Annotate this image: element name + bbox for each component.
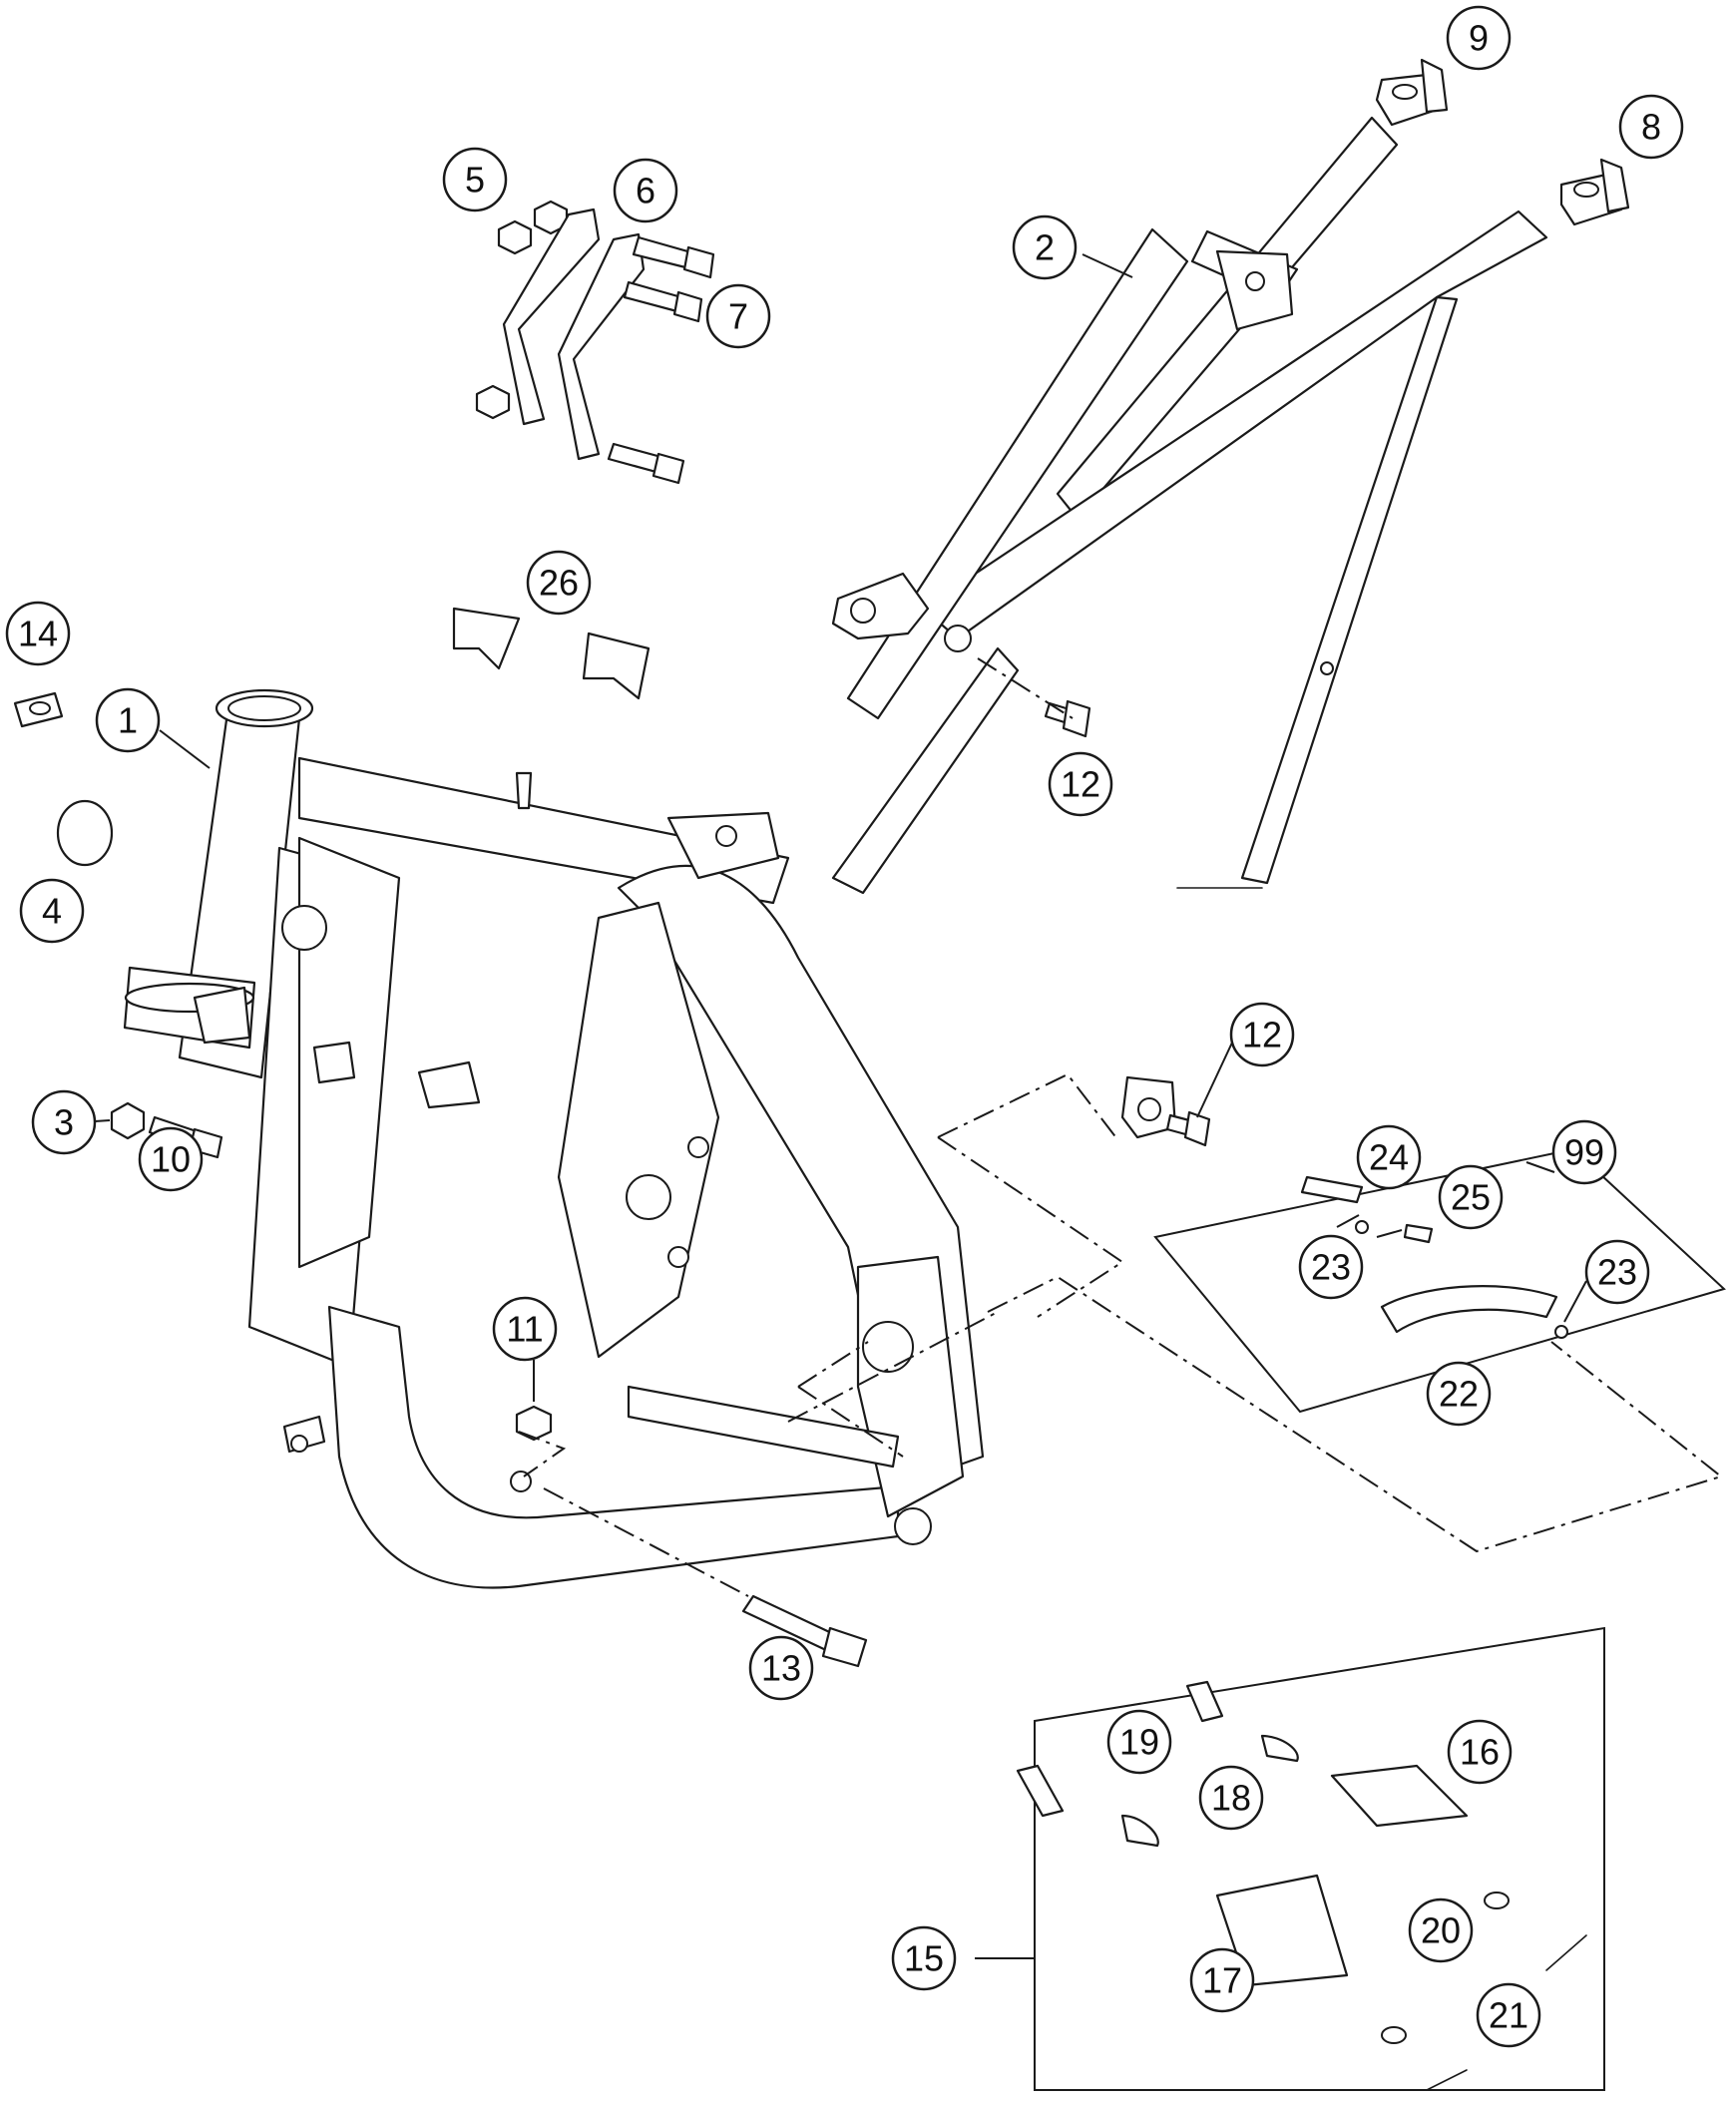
engine-bracket-parts	[475, 200, 715, 485]
callout-3: 3	[31, 1089, 97, 1155]
svg-text:5: 5	[465, 160, 485, 201]
subframe-part	[831, 116, 1548, 1139]
callout-leader-lines	[94, 253, 1587, 1959]
callout-14: 14	[5, 601, 71, 666]
svg-text:21: 21	[1489, 1995, 1528, 2036]
nut-3-part	[110, 1101, 146, 1140]
callout-19: 19	[1106, 1709, 1172, 1775]
svg-text:2: 2	[1035, 227, 1055, 268]
callout-24: 24	[1356, 1124, 1422, 1190]
cable-clip-part	[13, 691, 64, 728]
svg-text:8: 8	[1641, 107, 1661, 148]
callout-20: 20	[1408, 1897, 1474, 1963]
callout-4: 4	[19, 878, 85, 944]
callout-17: 17	[1189, 1947, 1255, 2013]
svg-text:18: 18	[1211, 1778, 1251, 1819]
subframe-end-cap-8	[1559, 158, 1630, 226]
nut-11-part	[515, 1405, 553, 1442]
subframe-upper-bolt	[1044, 699, 1091, 738]
callout-18: 18	[1198, 1765, 1264, 1831]
svg-text:1: 1	[118, 700, 138, 741]
svg-text:12: 12	[1242, 1015, 1282, 1055]
callout-16: 16	[1447, 1719, 1513, 1785]
callout-10: 10	[138, 1126, 204, 1192]
svg-text:4: 4	[42, 891, 62, 932]
svg-text:99: 99	[1564, 1132, 1604, 1173]
callout-2: 2	[1012, 214, 1078, 280]
callout-26: 26	[526, 550, 592, 616]
callout-8: 8	[1618, 94, 1684, 160]
callout-22: 22	[1426, 1361, 1492, 1427]
svg-text:25: 25	[1451, 1177, 1491, 1218]
protective-stickers	[452, 607, 651, 700]
svg-text:24: 24	[1369, 1137, 1409, 1178]
callout-12-upper: 12	[1048, 751, 1113, 817]
svg-text:17: 17	[1202, 1960, 1242, 2001]
callout-9: 9	[1446, 5, 1512, 71]
footpeg-kit-box	[1016, 1626, 1605, 2091]
callout-5: 5	[442, 147, 508, 212]
svg-text:7: 7	[728, 296, 748, 337]
svg-text:20: 20	[1421, 1910, 1461, 1951]
svg-text:13: 13	[761, 1648, 801, 1689]
callout-7: 7	[705, 283, 771, 349]
callout-23-left: 23	[1298, 1234, 1364, 1300]
assembly-reference-lines	[518, 657, 1724, 1597]
bolt-13-part	[741, 1594, 868, 1668]
callout-21: 21	[1476, 1982, 1541, 2048]
svg-text:19: 19	[1119, 1722, 1159, 1763]
subframe-lower-bolt	[1165, 1110, 1211, 1147]
callout-23-right: 23	[1584, 1239, 1650, 1305]
svg-text:22: 22	[1439, 1374, 1479, 1415]
svg-text:6: 6	[636, 171, 655, 211]
main-frame-part	[123, 688, 985, 1589]
svg-text:12: 12	[1061, 764, 1100, 805]
svg-text:11: 11	[506, 1309, 543, 1350]
svg-text:14: 14	[18, 614, 58, 654]
chain-guide-kit-box	[1153, 1147, 1726, 1414]
svg-text:16: 16	[1460, 1732, 1500, 1773]
callout-13: 13	[748, 1635, 814, 1701]
subframe-end-cap-9	[1375, 58, 1449, 127]
svg-text:23: 23	[1311, 1247, 1351, 1288]
svg-text:3: 3	[54, 1102, 74, 1143]
callout-11: 11	[492, 1296, 558, 1362]
svg-text:9: 9	[1469, 18, 1489, 59]
callout-12-lower: 12	[1229, 1002, 1295, 1067]
svg-text:23: 23	[1597, 1252, 1637, 1293]
callout-25: 25	[1438, 1164, 1504, 1230]
seal-ring-part	[56, 799, 114, 867]
callout-99: 99	[1551, 1119, 1617, 1185]
callout-6: 6	[613, 158, 678, 223]
callout-1: 1	[95, 687, 161, 753]
svg-text:26: 26	[539, 563, 579, 604]
callout-15: 15	[891, 1925, 957, 1991]
svg-text:15: 15	[904, 1938, 944, 1979]
svg-text:10: 10	[151, 1139, 191, 1180]
